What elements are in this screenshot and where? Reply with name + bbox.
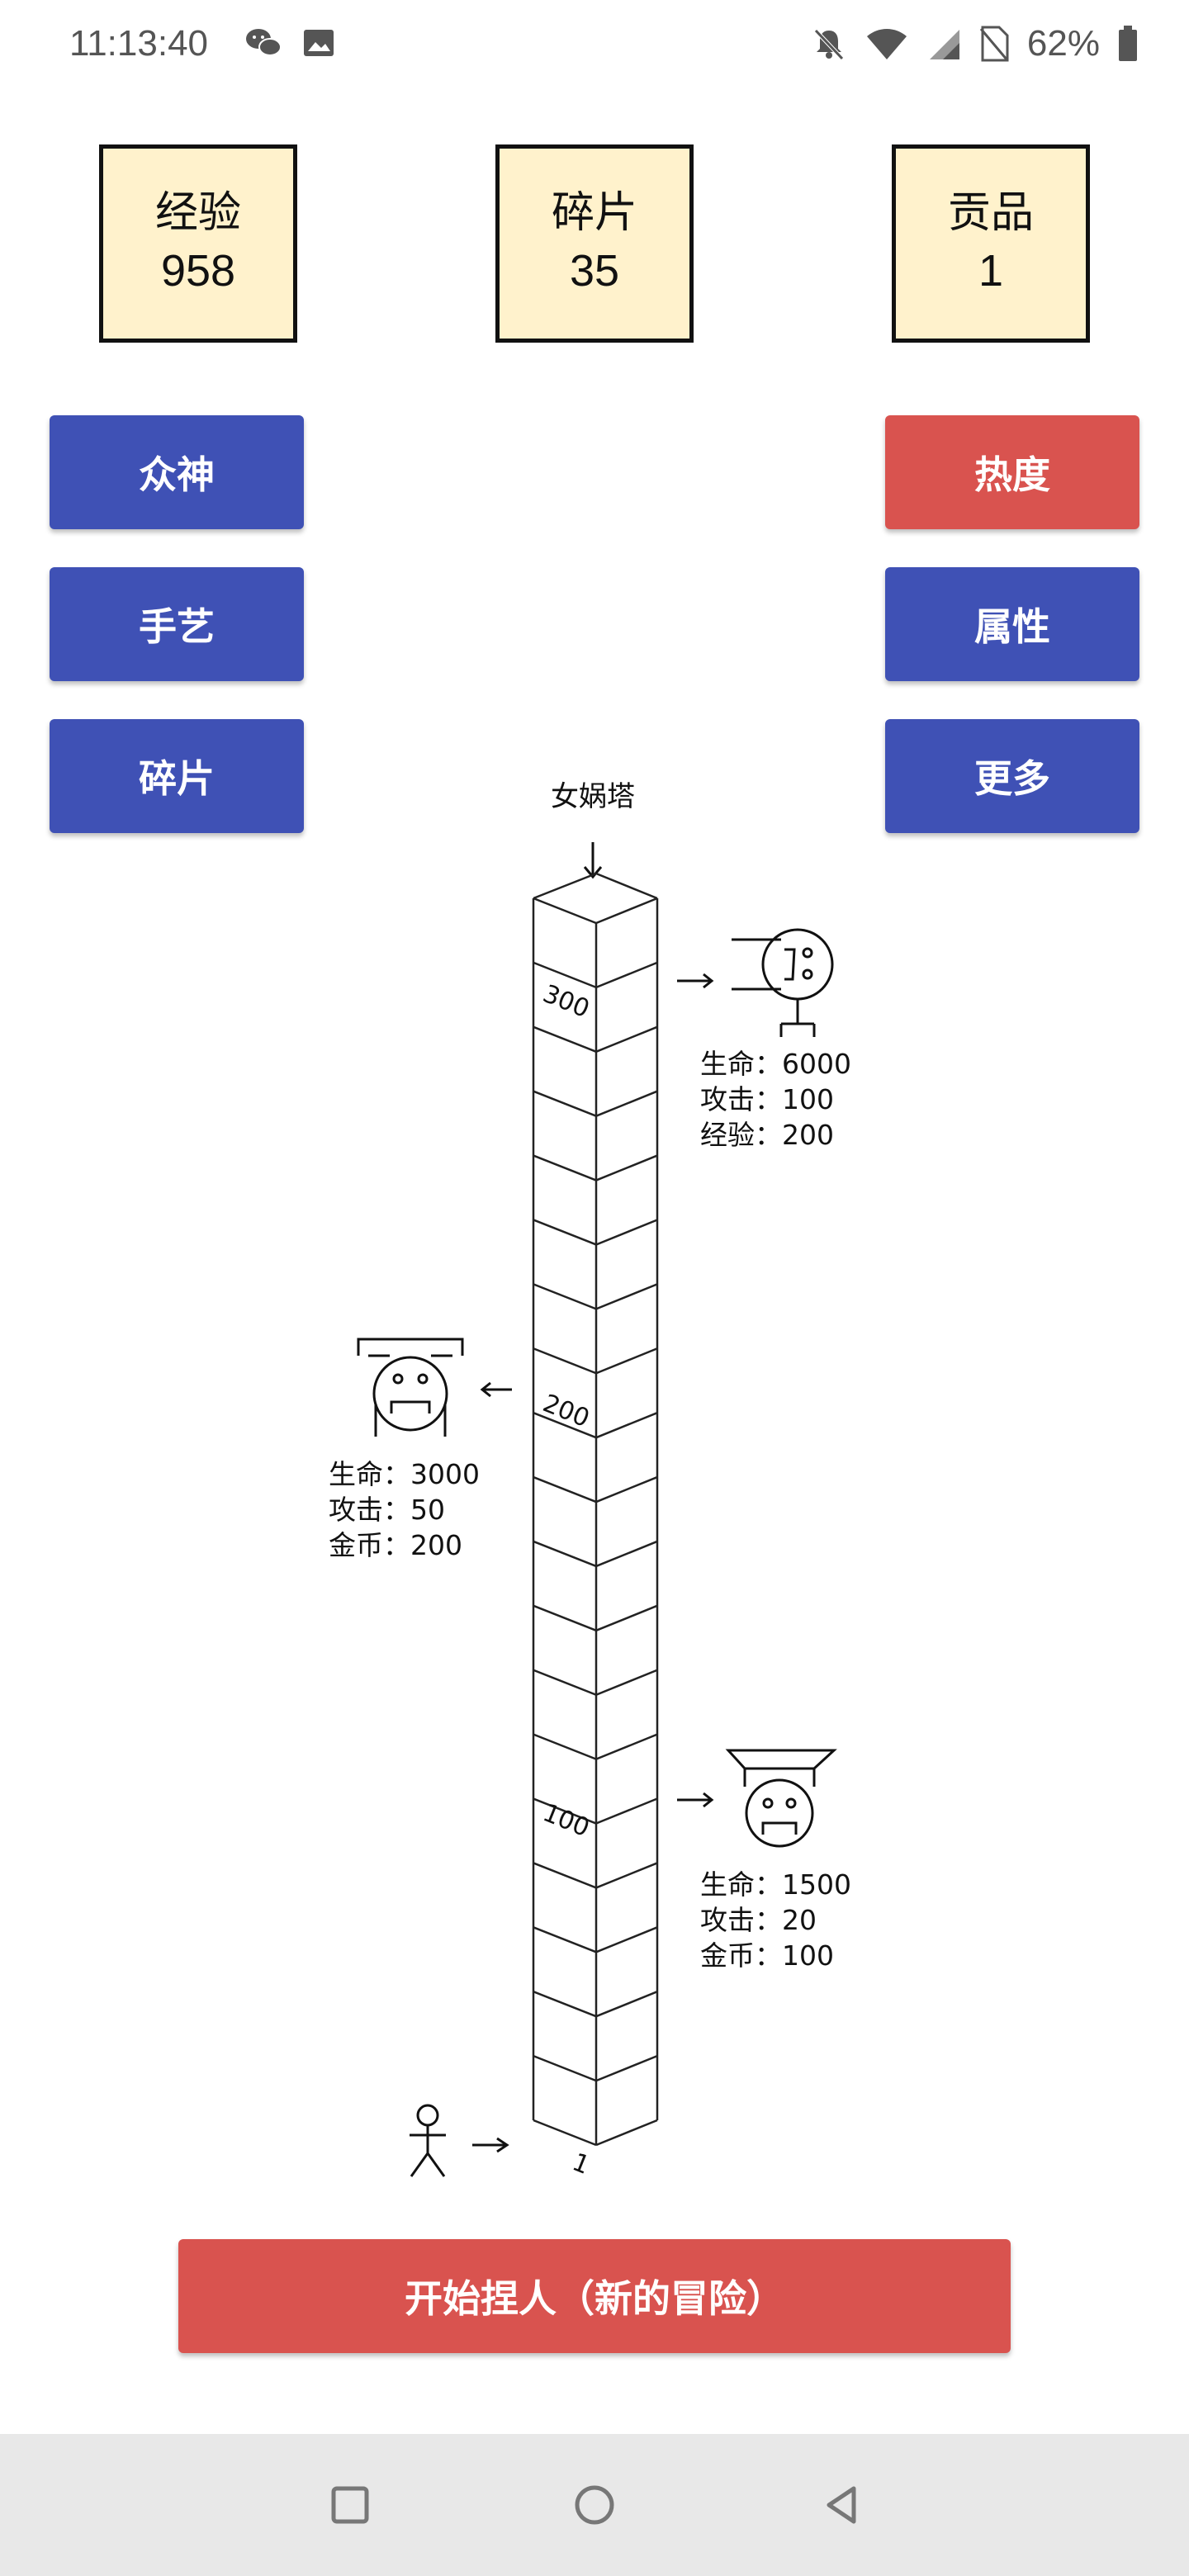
tower-floor-line (595, 1219, 658, 1246)
tower-floor-line (533, 2054, 597, 2082)
battery-icon (1119, 26, 1137, 61)
monster-stat-line: 金币：200 (329, 1529, 462, 1561)
tower-floor-line (533, 1411, 597, 1439)
wechat-icon (246, 29, 282, 56)
gods-button[interactable]: 众神 (50, 415, 304, 529)
tower-floor-line (533, 1991, 597, 2018)
tower-floor-line (533, 1025, 597, 1053)
stat-label: 贡品 (947, 187, 1034, 238)
player-figure (410, 2104, 509, 2177)
tower-body (532, 872, 659, 2147)
back-nav-icon[interactable] (817, 2480, 867, 2530)
tower-floor-line (595, 1025, 658, 1053)
tower-floor-line (595, 961, 658, 989)
tower-title: 女娲塔 (551, 780, 635, 813)
stat-tribute: 贡品 1 (892, 144, 1090, 343)
mute-icon (814, 29, 844, 60)
stat-value: 1 (978, 246, 1004, 296)
circle-nav-icon[interactable] (570, 2480, 619, 2530)
attributes-button[interactable]: 属性 (885, 567, 1139, 681)
stat-value: 958 (160, 246, 236, 296)
tower-top-edge (595, 872, 658, 900)
monster-stat-line: 攻击：100 (700, 1083, 834, 1115)
tower-floor-line (533, 1926, 597, 1953)
monster-stat-line: 生命：1500 (700, 1868, 851, 1901)
tower-floor-line (595, 2054, 658, 2082)
tower-floor-line (595, 1154, 658, 1181)
tower-floor-line (533, 1219, 597, 1246)
image-icon (304, 30, 334, 56)
tower-top-edge (533, 897, 597, 925)
stat-experience: 经验 958 (99, 144, 297, 343)
nuwa-tower-diagram: 女娲塔 300 200 100 1 生命：6000 攻击：100 经验：200 … (329, 780, 851, 2181)
battery-percent: 62% (1026, 23, 1100, 64)
floor-label-100: 100 (538, 1798, 593, 1843)
tower-top-edge (595, 897, 658, 925)
system-nav-bar (0, 2434, 1189, 2576)
monster-stat-line: 生命：3000 (329, 1458, 480, 1490)
no-sim-icon (979, 26, 1009, 62)
tower-floor-line (595, 1797, 658, 1825)
fragments-button[interactable]: 碎片 (50, 719, 304, 833)
tower-floor-line (595, 1283, 658, 1310)
stat-value: 35 (569, 246, 620, 296)
tower-floor-line (595, 1926, 658, 1953)
tower-floor-line (595, 1862, 658, 1889)
boss-monster-300 (677, 928, 834, 1037)
tower-floor-line (595, 1991, 658, 2018)
tower-floor-line (533, 1669, 597, 1696)
tower-floor-line (595, 1411, 658, 1439)
tower-floor-line (533, 1604, 597, 1632)
heat-button[interactable]: 热度 (885, 415, 1139, 529)
wifi-icon (866, 29, 907, 59)
tower-floor-line (533, 2119, 597, 2147)
status-time: 11:13:40 (69, 23, 209, 64)
monster-stat-line: 攻击：50 (329, 1494, 445, 1526)
signal-icon (929, 30, 959, 59)
square-nav-icon[interactable] (325, 2480, 375, 2530)
tower-floor-line (595, 1090, 658, 1117)
tower-floor-line (595, 1669, 658, 1696)
more-button[interactable]: 更多 (885, 719, 1139, 833)
tower-floor-line (595, 1733, 658, 1760)
tower-floor-line (595, 1347, 658, 1375)
tower-floor-line (533, 1475, 597, 1503)
tower-floor-line (533, 1283, 597, 1310)
tower-floor-line (533, 1733, 597, 1760)
craft-button[interactable]: 手艺 (50, 567, 304, 681)
floor-label-200: 200 (538, 1389, 593, 1433)
floor-label-300: 300 (538, 979, 593, 1024)
tower-floor-line (533, 1540, 597, 1568)
start-new-adventure-button[interactable]: 开始捏人（新的冒险） (178, 2239, 1011, 2353)
monster-200 (357, 1338, 512, 1437)
tower-floor-line (533, 1154, 597, 1181)
monster-stat-line: 攻击：20 (700, 1904, 817, 1936)
stat-label: 经验 (154, 187, 241, 238)
tower-floor-line (595, 1475, 658, 1503)
tower-floor-line (533, 1862, 597, 1889)
monster-stat-line: 金币：100 (700, 1939, 834, 1972)
tower-floor-line (533, 1090, 597, 1117)
tower-floor-line (533, 961, 597, 989)
stat-fragments: 碎片 35 (495, 144, 694, 343)
floor-label-1: 1 (568, 2147, 594, 2181)
tower-top-edge (533, 872, 597, 900)
monster-stat-line: 经验：200 (700, 1119, 834, 1151)
stat-label: 碎片 (551, 187, 637, 238)
tower-floor-line (595, 2119, 658, 2147)
status-bar: 11:13:40 62% (0, 0, 1189, 91)
monster-stat-line: 生命：6000 (700, 1048, 851, 1080)
tower-floor-line (595, 1540, 658, 1568)
tower-floor-line (533, 1347, 597, 1375)
monster-100 (677, 1749, 837, 1848)
tower-floor-line (595, 1604, 658, 1632)
tower-floor-line (533, 1797, 597, 1825)
